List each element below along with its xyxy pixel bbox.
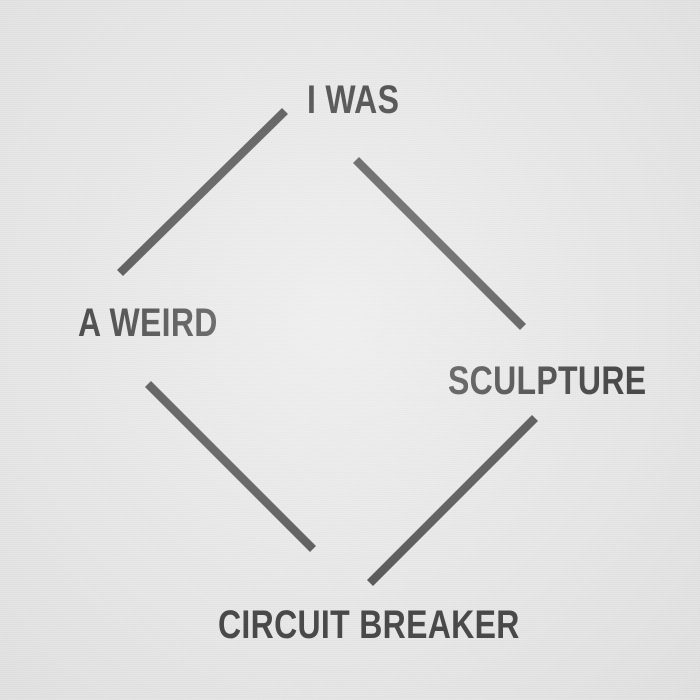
node-label-right: SCULPTURE: [448, 359, 647, 403]
node-label-top: I WAS: [307, 78, 400, 122]
edge-bottom-right: [366, 414, 539, 587]
edge-top-right: [352, 156, 527, 331]
edge-left-bottom: [144, 380, 317, 553]
node-label-left: A WEIRD: [78, 301, 218, 345]
node-label-bottom: CIRCUIT BREAKER: [218, 603, 520, 647]
edge-left-top: [117, 107, 288, 277]
